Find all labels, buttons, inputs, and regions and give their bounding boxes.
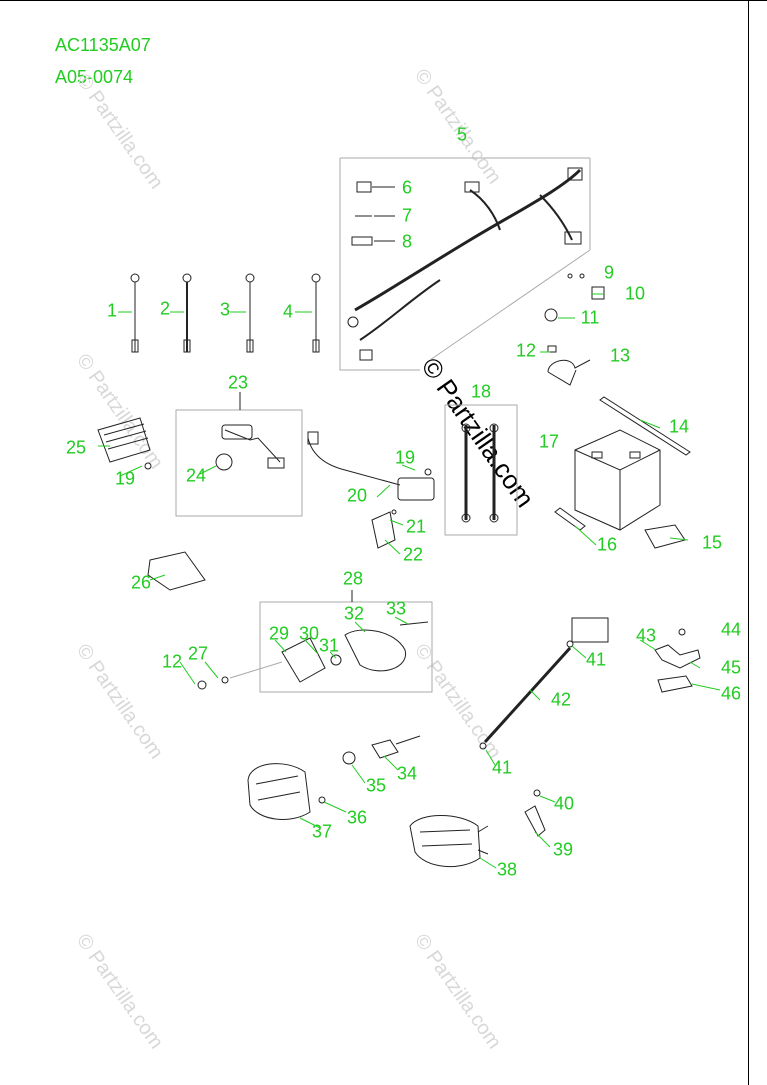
callout-3: 3 [219, 299, 231, 320]
callout-6: 6 [401, 177, 413, 198]
callout-35: 35 [365, 775, 387, 796]
callout-46: 46 [720, 683, 742, 704]
callout-19: 19 [394, 447, 416, 468]
callout-14: 14 [668, 416, 690, 437]
callout-19: 19 [114, 468, 136, 489]
callout-32: 32 [343, 603, 365, 624]
callout-23: 23 [227, 372, 249, 393]
callout-45: 45 [720, 657, 742, 678]
callout-17: 17 [538, 431, 560, 452]
callout-22: 22 [402, 544, 424, 565]
callout-37: 37 [311, 821, 333, 842]
diagram-code-secondary: A05-0074 [55, 67, 134, 87]
callout-18: 18 [470, 381, 492, 402]
callout-12: 12 [515, 340, 537, 361]
callout-34: 34 [396, 763, 418, 784]
diagram-code-primary: AC1135A07 [55, 35, 151, 55]
callout-10: 10 [624, 283, 646, 304]
callout-43: 43 [635, 625, 657, 646]
callout-21: 21 [405, 516, 427, 537]
callout-42: 42 [550, 689, 572, 710]
callout-39: 39 [552, 839, 574, 860]
callout-44: 44 [720, 619, 742, 640]
callout-36: 36 [346, 807, 368, 828]
callout-33: 33 [385, 598, 407, 619]
callout-16: 16 [596, 534, 618, 555]
callout-2: 2 [159, 298, 171, 319]
callout-7: 7 [401, 205, 413, 226]
callout-4: 4 [282, 301, 294, 322]
callout-13: 13 [609, 345, 631, 366]
callout-41: 41 [585, 649, 607, 670]
callout-15: 15 [701, 532, 723, 553]
callout-11: 11 [580, 307, 600, 328]
callout-25: 25 [65, 437, 87, 458]
callout-41: 41 [491, 757, 513, 778]
callout-31: 31 [318, 635, 340, 656]
callout-24: 24 [185, 465, 207, 486]
callout-9: 9 [603, 262, 615, 283]
callout-27: 27 [187, 643, 209, 664]
callout-1: 1 [106, 300, 118, 321]
callout-29: 29 [268, 623, 290, 644]
callout-20: 20 [346, 485, 368, 506]
callout-5: 5 [456, 124, 468, 145]
callout-8: 8 [401, 231, 413, 252]
callout-26: 26 [130, 572, 152, 593]
callout-28: 28 [342, 568, 364, 589]
callout-40: 40 [553, 793, 575, 814]
callout-12: 12 [161, 651, 183, 672]
callout-38: 38 [496, 859, 518, 880]
callout-30: 30 [298, 623, 320, 644]
